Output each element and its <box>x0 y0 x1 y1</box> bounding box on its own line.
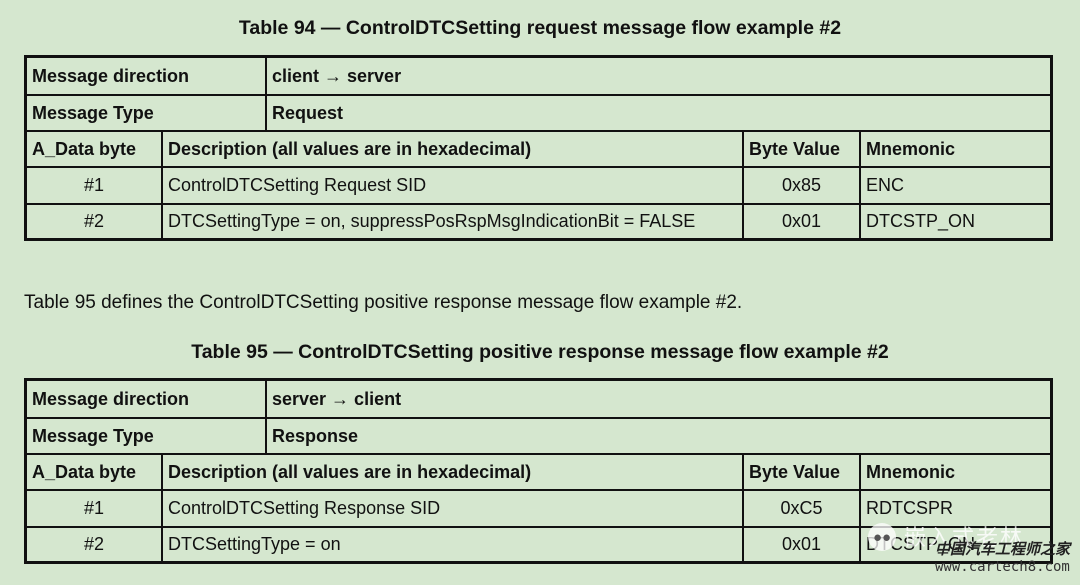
type-row: Message Type Response <box>27 417 1050 453</box>
description-cell: DTCSettingType = on <box>161 528 742 561</box>
direction-row: Message direction client → server <box>27 58 1050 94</box>
value-cell: 0xC5 <box>742 491 859 526</box>
header-mnemonic: Mnemonic <box>859 455 1050 489</box>
direction-label: Message direction <box>32 65 190 86</box>
type-value: Response <box>265 419 1050 453</box>
mnemonic-cell: DTCSTP_ON <box>859 205 1050 238</box>
type-label: Message Type <box>32 102 154 123</box>
byte-cell: #1 <box>83 498 105 518</box>
table-row: #1 ControlDTCSetting Response SID 0xC5 R… <box>27 489 1050 526</box>
type-row: Message Type Request <box>27 94 1050 130</box>
header-byte-value: Byte Value <box>742 132 859 166</box>
description-cell: DTCSettingType = on, suppressPosRspMsgIn… <box>161 205 742 238</box>
description-cell: ControlDTCSetting Request SID <box>161 168 742 203</box>
direction-label: Message direction <box>32 388 190 409</box>
header-row: A_Data byte Description (all values are … <box>27 130 1050 166</box>
description-cell: ControlDTCSetting Response SID <box>161 491 742 526</box>
mnemonic-cell: RDTCSPR <box>859 491 1050 526</box>
byte-cell: #2 <box>83 211 105 231</box>
header-description: Description (all values are in hexadecim… <box>161 455 742 489</box>
table-95-caption: Table 95 — ControlDTCSetting positive re… <box>191 341 889 363</box>
direction-value: client → server <box>265 58 1050 94</box>
header-description: Description (all values are in hexadecim… <box>161 132 742 166</box>
direction-row: Message direction server → client <box>27 381 1050 417</box>
header-mnemonic: Mnemonic <box>859 132 1050 166</box>
body-paragraph: Table 95 defines the ControlDTCSetting p… <box>24 292 743 313</box>
byte-cell: #2 <box>83 534 105 554</box>
table-95: Message direction server → client Messag… <box>24 378 1053 564</box>
value-cell: 0x01 <box>742 528 859 561</box>
direction-value: server → client <box>265 381 1050 417</box>
header-byte: A_Data byte <box>32 461 137 482</box>
table-row: #2 DTCSettingType = on, suppressPosRspMs… <box>27 203 1050 238</box>
type-value: Request <box>265 96 1050 130</box>
table-row: #2 DTCSettingType = on 0x01 DTCSTP_ON <box>27 526 1050 561</box>
type-label: Message Type <box>32 425 154 446</box>
table-94-caption: Table 94 — ControlDTCSetting request mes… <box>238 17 842 39</box>
header-row: A_Data byte Description (all values are … <box>27 453 1050 489</box>
byte-cell: #1 <box>83 175 105 195</box>
header-byte: A_Data byte <box>32 138 137 159</box>
table-94: Message direction client → server Messag… <box>24 55 1053 241</box>
value-cell: 0x85 <box>742 168 859 203</box>
value-cell: 0x01 <box>742 205 859 238</box>
mnemonic-cell: DTCSTP_ON <box>859 528 1050 561</box>
table-row: #1 ControlDTCSetting Request SID 0x85 EN… <box>27 166 1050 203</box>
mnemonic-cell: ENC <box>859 168 1050 203</box>
header-byte-value: Byte Value <box>742 455 859 489</box>
